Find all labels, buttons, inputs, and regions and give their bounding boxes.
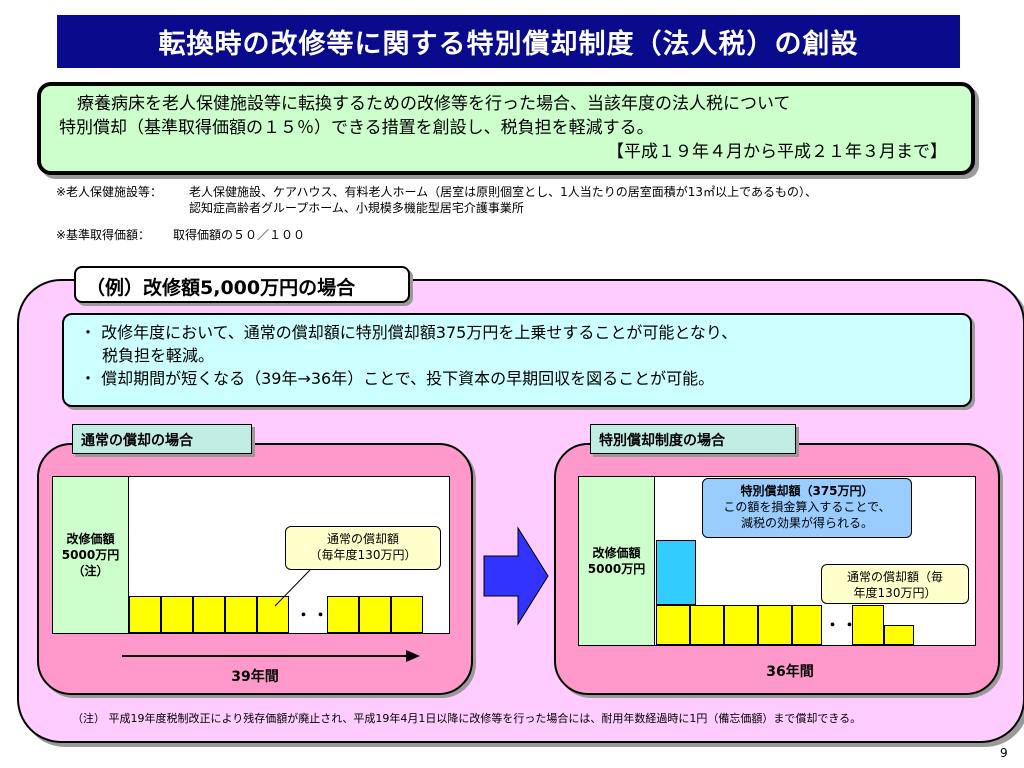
page-title-text: 転換時の改修等に関する特別償却制度（法人税）の創設 xyxy=(158,29,859,60)
normal-scenario-tab-label: 通常の償却の場合 xyxy=(81,433,193,449)
normal-depreciation-bar xyxy=(327,596,359,633)
summary-box: 療養病床を老人保健施設等に転換するための改修等を行った場合、当該年度の法人税につ… xyxy=(37,82,975,175)
normal-value-label-2: 5000万円 xyxy=(61,548,120,562)
normal-callout-line-1: 通常の償却額 xyxy=(326,532,399,546)
summary-line-1: 療養病床を老人保健施設等に転換するための改修等を行った場合、当該年度の法人税につ… xyxy=(77,94,791,114)
normal-depreciation-bar xyxy=(257,596,289,633)
normal-depreciation-bar xyxy=(225,596,257,633)
special-normal-depreciation-bar xyxy=(690,605,724,645)
normal-value-column: 改修価額 5000万円 （注） xyxy=(53,477,129,633)
summary-line-2: 特別償却（基準取得価額の１５％）できる措置を創設し、税負担を軽減する。 xyxy=(59,118,654,138)
base-price-note-label: ※基準取得価額： xyxy=(56,228,151,242)
special-callout-line-2: この額を損金算入することで、 xyxy=(723,500,891,514)
normal-depreciation-bar xyxy=(161,596,193,633)
benefit-bullet-1: ・ 改修年度において、通常の償却額に特別償却額375万円を上乗せすることが可能と… xyxy=(80,323,738,342)
normal-scenario-tab: 通常の償却の場合 xyxy=(72,424,252,454)
special-normal-depreciation-bar xyxy=(724,605,758,645)
normal-period-label: 39年間 xyxy=(231,669,279,685)
special-normal-depreciation-bar xyxy=(656,605,690,645)
special-final-depreciation-bar xyxy=(884,625,914,645)
special-callout-line-3: 減税の効果が得られる。 xyxy=(740,516,873,530)
page-title: 転換時の改修等に関する特別償却制度（法人税）の創設 xyxy=(57,15,960,68)
special-value-label-2: 5000万円 xyxy=(587,562,646,576)
normal-depreciation-bar xyxy=(391,596,423,633)
normal-callout-pointer xyxy=(274,569,311,607)
normal-depreciation-callout: 通常の償却額 （毎年度130万円） xyxy=(285,526,441,570)
example-tab: （例）改修額5,000万円の場合 xyxy=(74,266,410,303)
benefit-bullet-2: ・ 償却期間が短くなる（39年→36年）ことで、投下資本の早期回収を図ることが可… xyxy=(80,369,715,388)
normal-depreciation-bar xyxy=(359,596,391,633)
summary-period: 【平成１９年４月から平成２１年３月まで】 xyxy=(607,142,947,162)
special-normal-depreciation-bar xyxy=(792,605,822,645)
comparison-arrow-icon xyxy=(483,526,549,626)
special-value-label-1: 改修価額 xyxy=(592,546,641,560)
special-period-label: 36年間 xyxy=(766,664,814,680)
base-price-note-text: 取得価額の５０／１００ xyxy=(173,228,306,242)
normal-value-label-3: （注） xyxy=(72,564,109,578)
normal-depreciation-bar xyxy=(193,596,225,633)
footnote: （注） 平成19年度税制改正により残存価額が廃止され、平成19年4月1日以降に改… xyxy=(72,712,862,725)
special-normal-callout: 通常の償却額（毎 年度130万円） xyxy=(821,564,969,604)
special-value-column: 改修価額 5000万円 xyxy=(579,477,655,645)
special-normal-depreciation-bar xyxy=(758,605,792,645)
special-depreciation-callout: 特別償却額（375万円） この額を損金算入することで、 減税の効果が得られる。 xyxy=(702,478,912,538)
benefit-box: ・ 改修年度において、通常の償却額に特別償却額375万円を上乗せすることが可能と… xyxy=(62,313,972,407)
normal-depreciation-bar xyxy=(129,596,161,633)
special-scenario-tab-label: 特別償却制度の場合 xyxy=(599,433,725,449)
example-tab-label: （例）改修額5,000万円の場合 xyxy=(86,277,356,299)
benefit-bullet-1-cont: 税負担を軽減。 xyxy=(102,346,215,365)
special-normal-callout-line-2: 年度130万円） xyxy=(853,586,937,600)
normal-callout-line-2: （毎年度130万円） xyxy=(309,548,417,562)
special-callout-line-1: 特別償却額（375万円） xyxy=(740,484,874,498)
special-scenario-tab: 特別償却制度の場合 xyxy=(590,424,796,454)
facility-note: ※老人保健施設等： 老人保健施設、ケアハウス、有料老人ホーム（居室は原則個室とし、… xyxy=(56,184,996,216)
page-number: 9 xyxy=(1000,746,1008,760)
special-normal-depreciation-bar xyxy=(852,605,884,645)
facility-note-text-2: 認知症高齢者グループホーム、小規模多機能型居宅介護事業所 xyxy=(189,201,524,215)
facility-note-text-1: 老人保健施設、ケアハウス、有料老人ホーム（居室は原則個室とし、1人当たりの居室面… xyxy=(189,185,817,199)
normal-value-label-1: 改修価額 xyxy=(66,532,115,546)
base-price-note: ※基準取得価額： 取得価額の５０／１００ xyxy=(56,227,656,243)
special-depreciation-bar xyxy=(656,540,696,605)
facility-note-label: ※老人保健施設等： xyxy=(56,185,163,199)
special-normal-callout-line-1: 通常の償却額（毎 xyxy=(846,570,943,584)
normal-period-arrowhead xyxy=(406,650,420,662)
